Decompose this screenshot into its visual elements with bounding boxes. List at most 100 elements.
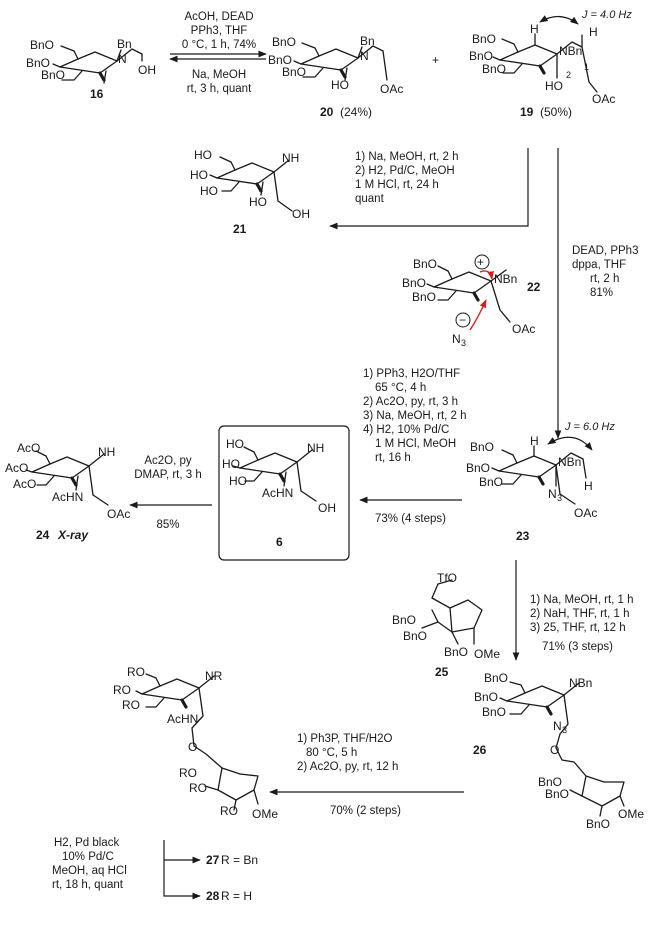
c21-group: HO <box>249 195 267 209</box>
compound-20: BnO BnO BnO Bn N HO OAc 20 (24%) <box>268 34 403 119</box>
rx3-condition: dppa, THF <box>572 259 626 271</box>
rx3-condition: 81% <box>590 287 613 299</box>
compound-25-label: 25 <box>435 665 449 679</box>
compound-21: HO HO HO NH HO OH 21 <box>190 148 310 236</box>
c16-group: BnO <box>41 68 65 82</box>
c6-group: AcHN <box>262 486 293 500</box>
c16-group: BnO <box>30 38 54 52</box>
c22-charge: + <box>477 255 484 269</box>
c25-group: BnO <box>392 613 416 627</box>
c27-group: RO <box>220 804 238 818</box>
rx5-condition: Ac2O, py <box>144 455 192 467</box>
c26-group: BnO <box>484 671 508 685</box>
c23-azide-sub: 3 <box>557 493 562 503</box>
c6-group: NH <box>307 441 324 455</box>
reaction-3: DEAD, PPh3 dppa, THF rt, 2 h 81% <box>554 148 638 439</box>
compound-19: BnO BnO BnO H NBn H HO OAc 2 1 J = 4.0 H… <box>469 9 632 119</box>
c27-group: RO <box>179 766 197 780</box>
c19-group: BnO <box>469 49 493 63</box>
c20-group: BnO <box>272 35 296 49</box>
c20-group: BnO <box>282 65 306 79</box>
compound-24-label: 24 <box>36 528 50 542</box>
compound-27-label: 27 <box>206 853 220 867</box>
c26-group: BnO <box>586 817 610 831</box>
c22-charge: − <box>459 313 466 327</box>
rx2-condition: 1 M HCl, rt, 24 h <box>355 179 439 191</box>
c25-group: OMe <box>474 647 500 661</box>
c6-group: HO <box>222 457 240 471</box>
rx1-condition: PPh3, THF <box>191 25 248 37</box>
c19-position: 2 <box>566 70 571 80</box>
c26-azide: N <box>553 719 562 733</box>
c24-group: OAc <box>107 507 130 521</box>
reaction-1: AcOH, DEAD PPh3, THF 0 °C, 1 h, 74% Na, … <box>169 11 267 95</box>
c19-coupling-constant: J = 4.0 Hz <box>581 9 632 21</box>
rx4-condition: 1 M HCl, MeOH <box>375 438 456 450</box>
rx5-yield: 85% <box>156 519 179 531</box>
c21-group: HO <box>190 168 208 182</box>
rx8-condition: 10% Pd/C <box>62 851 114 863</box>
rx6-condition: 1) Na, MeOH, rt, 1 h <box>530 594 634 606</box>
rx8-condition: MeOH, aq HCl <box>52 865 127 877</box>
c16-group: OH <box>138 63 156 77</box>
c16-group: Bn <box>117 37 132 51</box>
rx4-condition: rt, 16 h <box>375 452 411 464</box>
compound-26: BnO BnO BnO NBn N 3 O BnO BnO BnO OMe 26 <box>473 671 644 831</box>
c19-group: BnO <box>472 32 496 46</box>
c16-group: N <box>118 52 127 66</box>
rx1-condition: Na, MeOH <box>192 69 246 81</box>
c20-group: N <box>360 49 369 63</box>
c23-group: H <box>530 434 539 448</box>
compound-28-definition: R = H <box>221 889 252 903</box>
c27-group: RO <box>189 781 207 795</box>
c24-group: AcO <box>17 441 40 455</box>
rx6-condition: 3) 25, THF, rt, 12 h <box>530 622 626 634</box>
reaction-2: 1) Na, MeOH, rt, 2 h 2) H2, Pd/C, MeOH 1… <box>329 148 529 230</box>
rx5-condition: DMAP, rt, 3 h <box>134 469 202 481</box>
rx7-condition: 2) Ac2O, py, rt, 12 h <box>297 761 398 773</box>
rx1-condition: 0 °C, 1 h, 74% <box>182 39 256 51</box>
compound-25: TfO BnO BnO BnO OMe 25 <box>392 571 500 679</box>
rx3-condition: rt, 2 h <box>590 273 619 285</box>
rx1-condition: AcOH, DEAD <box>184 11 253 23</box>
rx2-condition: quant <box>355 193 385 205</box>
c21-group: OH <box>292 207 310 221</box>
rx6-condition: 2) NaH, THF, rt, 1 h <box>530 608 629 620</box>
c27-group: AcHN <box>167 712 198 726</box>
c23-group: BnO <box>470 440 494 454</box>
c26-group: NBn <box>569 676 592 690</box>
c20-group: HO <box>331 78 349 92</box>
c27-group: RO <box>113 683 131 697</box>
rx4-yield: 73% (4 steps) <box>375 513 446 525</box>
c27-group: RO <box>122 698 140 712</box>
target-box <box>218 425 350 561</box>
c22-azide-sub: 3 <box>461 338 466 348</box>
c23-group: BnO <box>466 461 490 475</box>
c6-group: HO <box>229 474 247 488</box>
rx3-condition: DEAD, PPh3 <box>572 245 638 257</box>
compound-20-label: 20 <box>320 105 334 119</box>
c23-coupling-constant: J = 6.0 Hz <box>564 421 615 433</box>
c25-group: BnO <box>403 629 427 643</box>
compound-19-label: 19 <box>520 105 534 119</box>
c26-group: BnO <box>482 705 506 719</box>
compound-24-note: X-ray <box>57 528 89 542</box>
c19-group: OAc <box>592 92 615 106</box>
c19-group: HO <box>545 79 563 93</box>
rx4-condition: 65 °C, 4 h <box>375 382 426 394</box>
c25-group: TfO <box>437 571 457 585</box>
c23-azide: N <box>548 487 557 501</box>
c20-group: OAc <box>380 82 403 96</box>
c24-group: AcO <box>5 461 28 475</box>
compound-20-yield: (24%) <box>340 105 372 119</box>
c27-group: NR <box>205 669 223 683</box>
c22-group: BnO <box>402 276 426 290</box>
c21-group: NH <box>282 151 299 165</box>
c19-group: H <box>589 25 598 39</box>
reaction-8: H2, Pd black 10% Pd/C MeOH, aq HCl rt, 1… <box>52 837 258 903</box>
rx2-condition: 2) H2, Pd/C, MeOH <box>355 165 455 177</box>
c27-group: RO <box>127 665 145 679</box>
plus-sign: + <box>432 53 439 67</box>
rx4-condition: 2) Ac2O, py, rt, 3 h <box>363 396 458 408</box>
rx7-yield: 70% (2 steps) <box>330 805 401 817</box>
